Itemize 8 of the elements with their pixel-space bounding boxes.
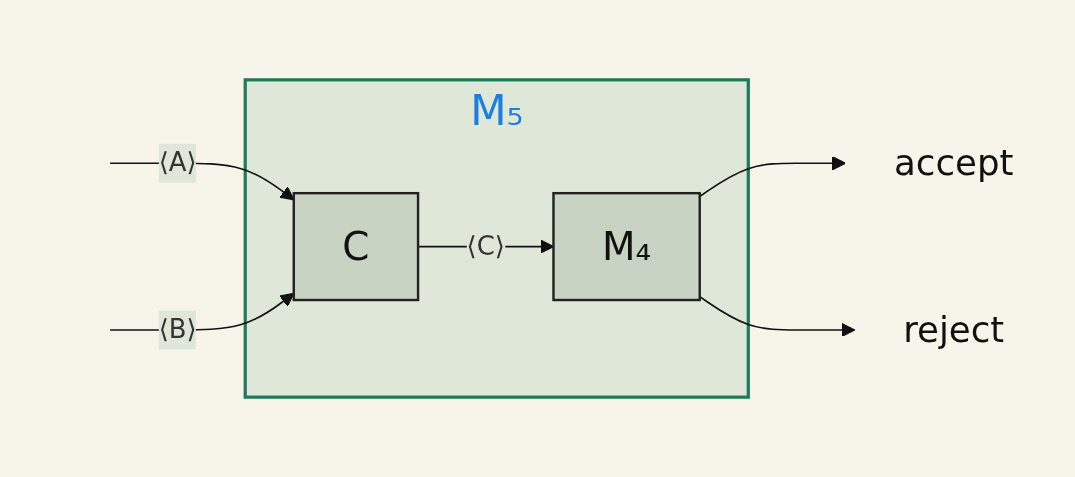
edge-label: ⟨C⟩ [466,230,505,262]
edge-label: ⟨B⟩ [158,313,197,345]
arrow [698,156,847,198]
edge-label: ⟨A⟩ [158,147,197,178]
node-text: accept [893,142,1014,184]
node-box: M₄ [552,191,701,302]
node-box: C [292,191,420,302]
node-text: reject [903,309,1005,351]
